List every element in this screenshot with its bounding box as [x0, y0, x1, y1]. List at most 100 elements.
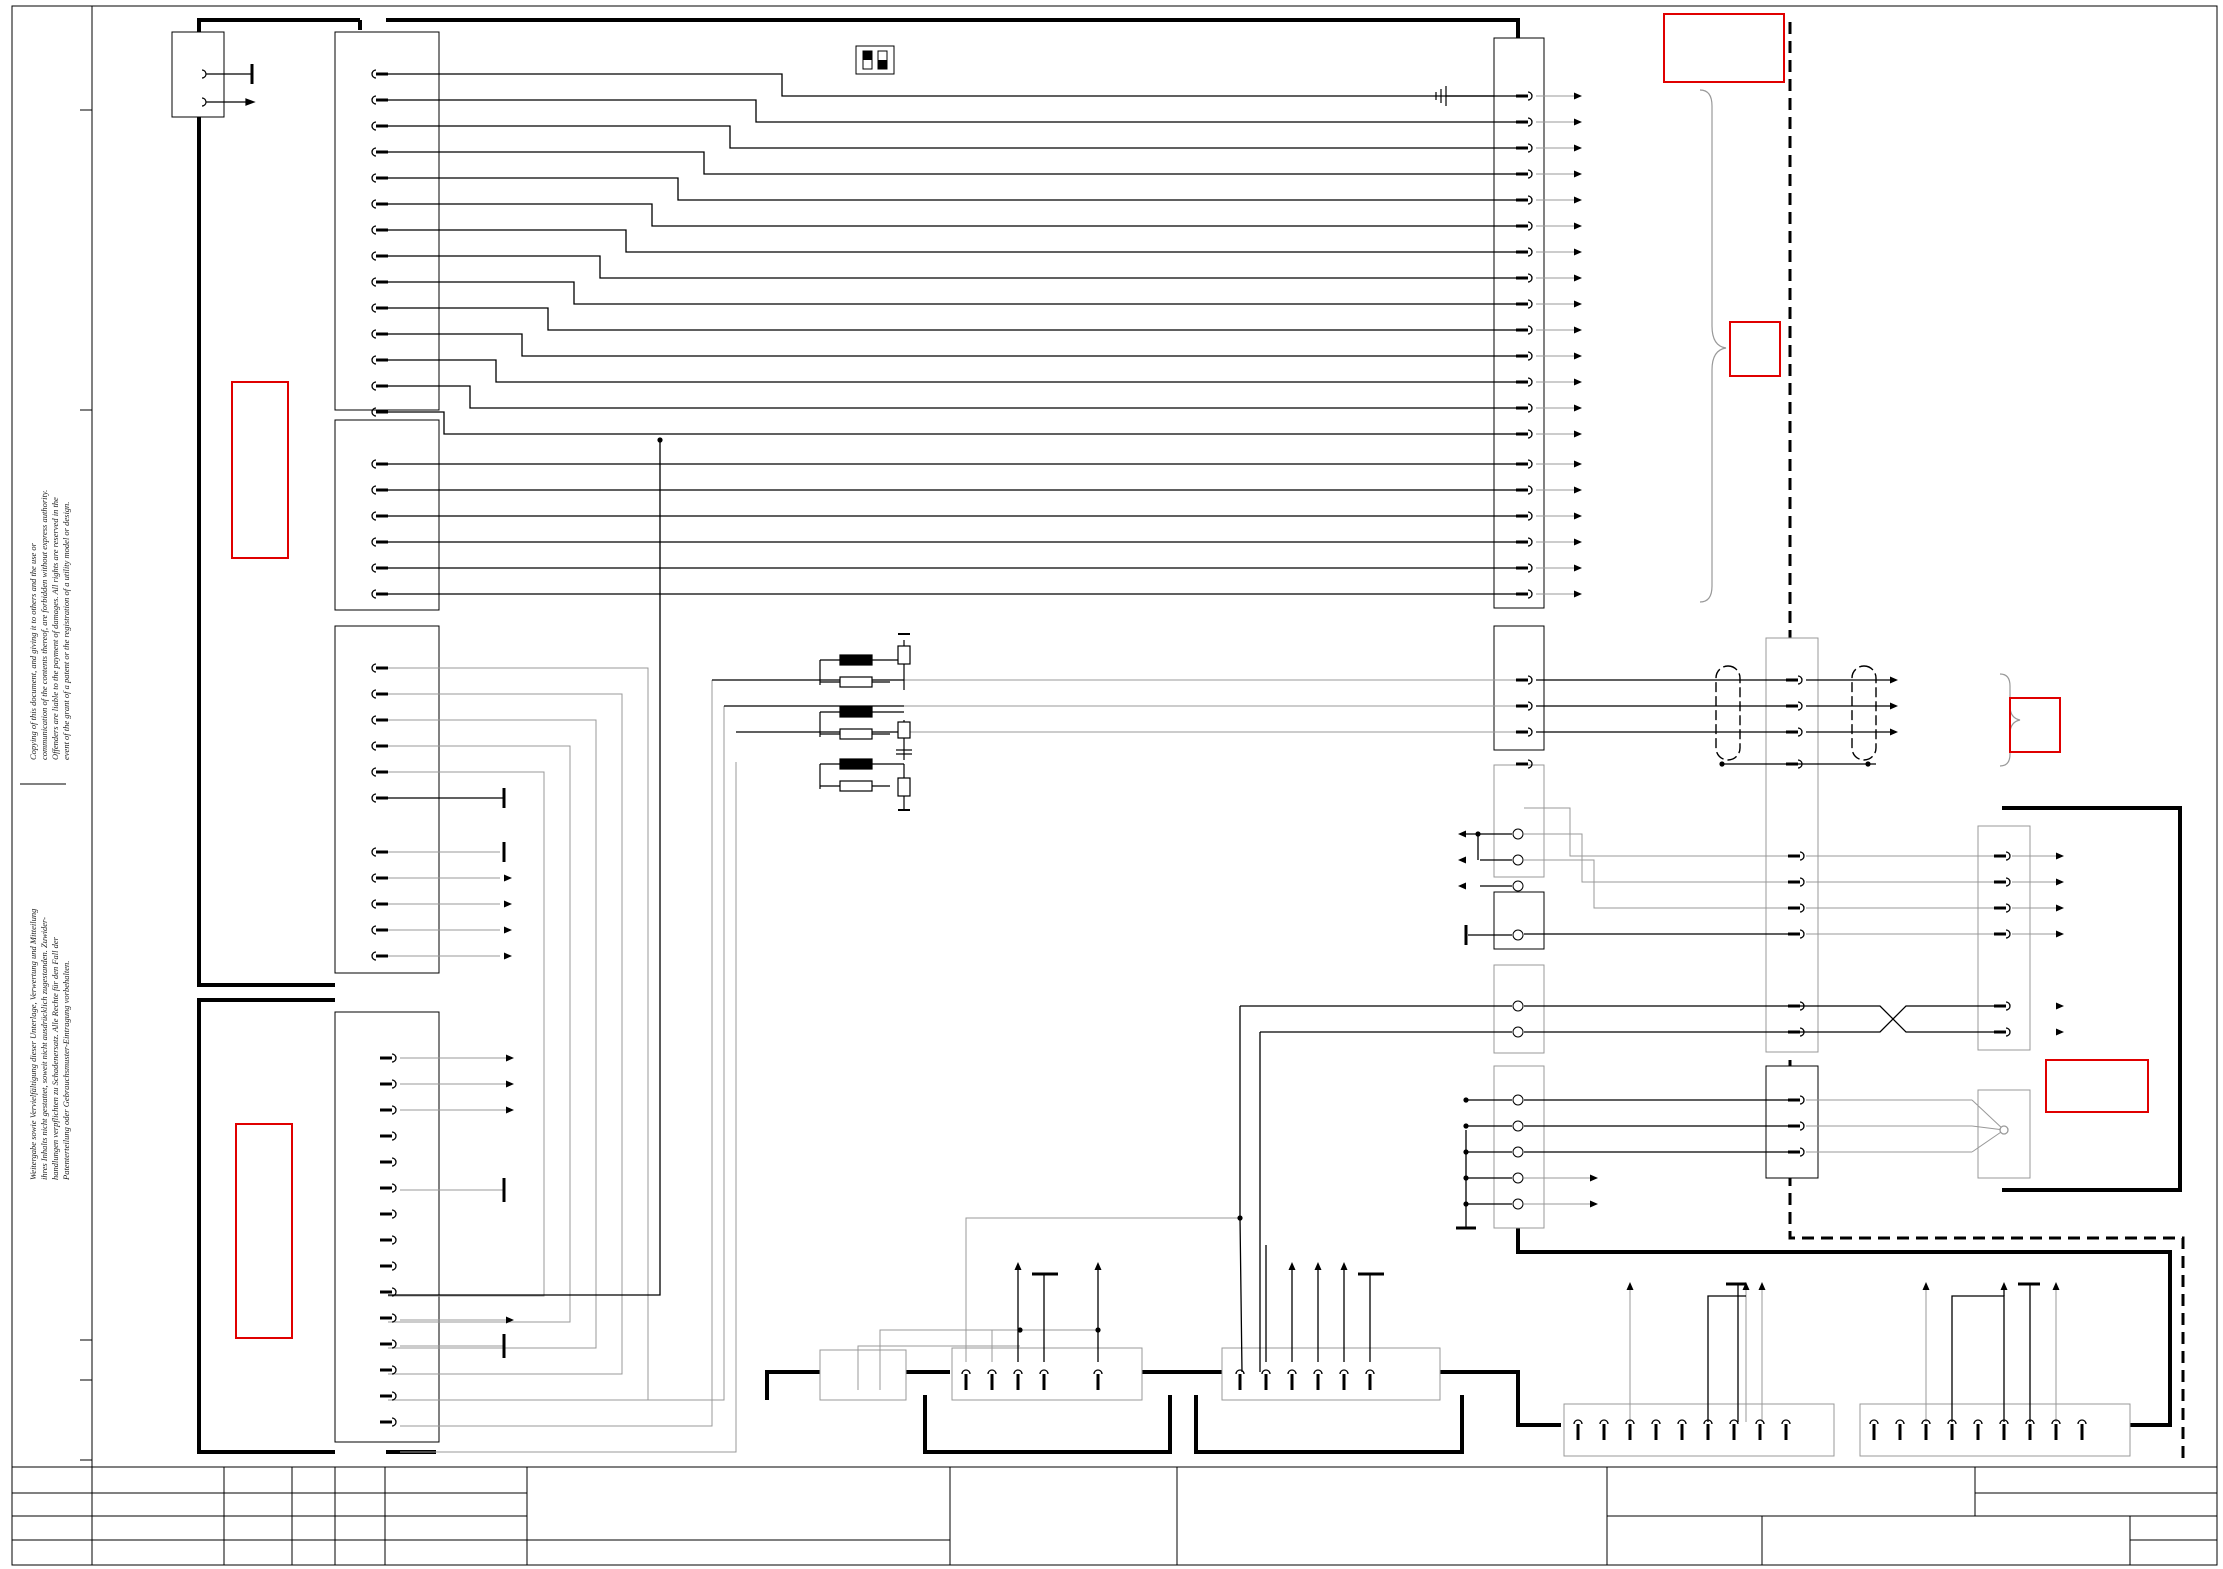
pin-socket [371, 793, 377, 803]
arrow-right [1890, 702, 1898, 710]
pin-socket [1527, 273, 1533, 283]
wire [388, 151, 1518, 175]
pin-socket [371, 873, 377, 883]
pin-socket [1339, 1369, 1349, 1375]
pin-socket [1527, 377, 1533, 387]
junction-dot [1017, 1327, 1023, 1333]
arrow-right [504, 900, 512, 908]
arrow-right [1574, 512, 1582, 520]
arrow-right [2056, 878, 2064, 886]
pin-socket [1799, 929, 1805, 939]
title-block [12, 1466, 2217, 1565]
pin-socket [1527, 589, 1533, 599]
pin-socket [371, 925, 377, 935]
pin-socket [2005, 1001, 2011, 1011]
arrow-right [1574, 378, 1582, 386]
pin-socket [371, 381, 377, 391]
pin-socket [391, 1287, 397, 1297]
wire [388, 440, 661, 1296]
arrow-right [2056, 1002, 2064, 1010]
pin-socket [1729, 1419, 1739, 1425]
grouping-braces [1699, 89, 2021, 767]
pin-socket [1947, 1419, 1957, 1425]
arrow-right [506, 1316, 514, 1324]
wire-thin [400, 680, 713, 1427]
wire-thin [388, 719, 597, 1349]
wire [1524, 1005, 1994, 1033]
pin-socket [391, 1261, 397, 1271]
pin-socket [1527, 169, 1533, 179]
pin-socket [371, 251, 377, 261]
pin-socket [391, 1079, 397, 1089]
arrow-up [1094, 1262, 1102, 1270]
pin-socket [1527, 727, 1533, 737]
pin-socket [1313, 1369, 1323, 1375]
wire [1951, 1295, 2005, 1422]
pin-socket [371, 277, 377, 287]
arrow-right [1574, 538, 1582, 546]
pin-socket [1799, 1121, 1805, 1131]
pin-socket [371, 459, 377, 469]
pin-socket [371, 69, 377, 79]
junction-dot [1463, 1201, 1469, 1207]
pin-socket [371, 689, 377, 699]
junction-dot [657, 437, 663, 443]
wire [388, 125, 1518, 149]
pin-socket [1365, 1369, 1375, 1375]
wire-thin [1971, 1129, 2005, 1153]
wire [1707, 1295, 1746, 1422]
pin-socket [1703, 1419, 1713, 1425]
arrow-right [1890, 676, 1898, 684]
arrow-up [1314, 1262, 1322, 1270]
pin-socket [1527, 403, 1533, 413]
wire-thin [400, 762, 737, 1453]
pin-ring [1512, 929, 1524, 941]
pin-socket [1625, 1419, 1635, 1425]
arrow-up [1758, 1282, 1766, 1290]
pin-socket [1527, 221, 1533, 231]
pin-socket [1799, 1147, 1805, 1157]
arrow-right [1574, 248, 1582, 256]
wire [388, 177, 1518, 201]
pin-socket [391, 1417, 397, 1427]
junction-dot [1463, 1097, 1469, 1103]
pin-socket [1527, 143, 1533, 153]
wire-thin [965, 1217, 1240, 1362]
connector-pins [371, 69, 2087, 1440]
arrow-right [1574, 486, 1582, 494]
arrow-right [1574, 430, 1582, 438]
arrow-right [1574, 92, 1582, 100]
arrow-right [1574, 326, 1582, 334]
pin-socket [1799, 851, 1805, 861]
arrow-right [1574, 144, 1582, 152]
pin-ring [1512, 1000, 1524, 1012]
junction-dot [1719, 761, 1725, 767]
pin-socket [1527, 429, 1533, 439]
wire [388, 99, 1518, 123]
arrow-left [1458, 856, 1466, 864]
pin-socket [1999, 1419, 2009, 1425]
pin-socket [371, 485, 377, 495]
pin-socket [1651, 1419, 1661, 1425]
junction-dots [657, 437, 1871, 1333]
wire-thin [388, 745, 571, 1323]
cable-ovals [1715, 665, 1877, 761]
arrow-right [1574, 274, 1582, 282]
pin-socket [371, 715, 377, 725]
drawing-frame [11, 5, 2218, 1566]
arrow-right [2056, 904, 2064, 912]
pin-socket [1013, 1369, 1023, 1375]
pin-ring [1512, 828, 1524, 840]
pin-socket [1797, 701, 1803, 711]
wire [388, 307, 1518, 331]
pin-ring [1999, 1125, 2009, 1135]
pin-socket [2025, 1419, 2035, 1425]
arrow-right [506, 1106, 514, 1114]
arrow-left [1458, 830, 1466, 838]
pin-socket [371, 767, 377, 777]
arrow-right [2056, 1028, 2064, 1036]
pin-ring [1512, 1094, 1524, 1106]
arrow-up [1626, 1282, 1634, 1290]
pin-socket [371, 537, 377, 547]
pin-socket [2005, 851, 2011, 861]
